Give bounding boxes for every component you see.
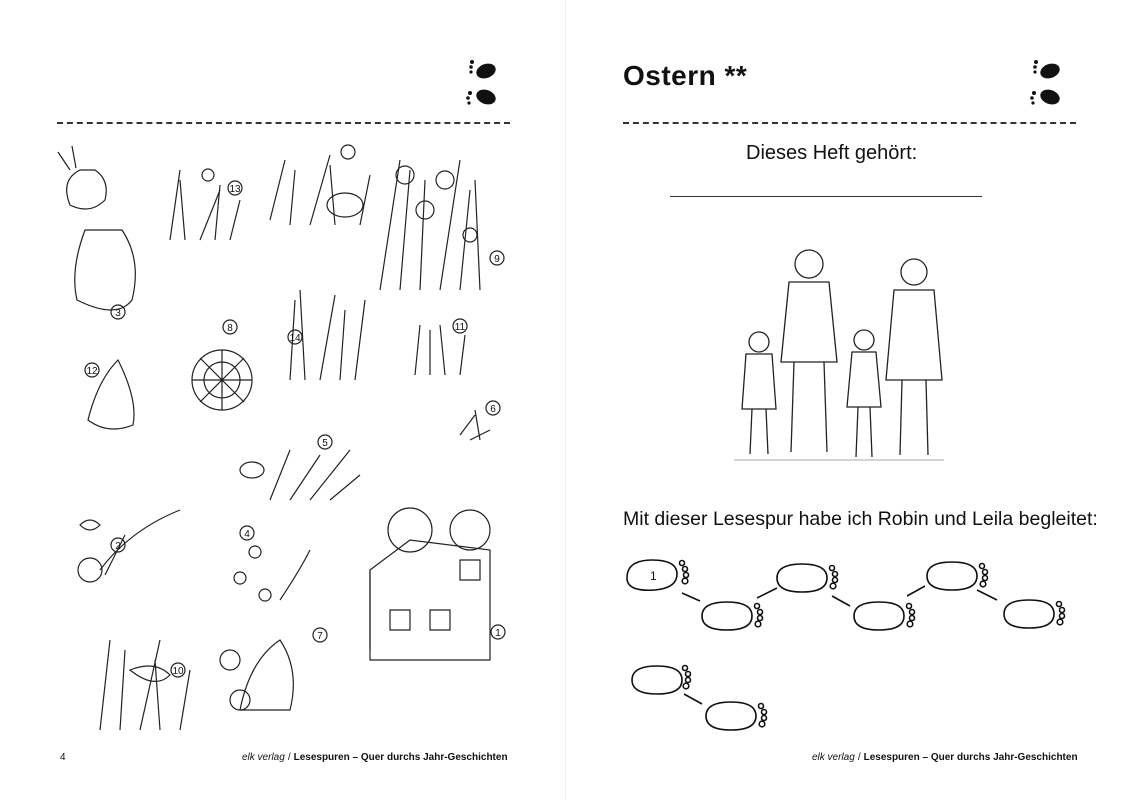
bird-scene <box>99 639 191 731</box>
footprint-2[interactable] <box>701 601 764 631</box>
scene-number: 8 <box>227 323 233 334</box>
footprint-3[interactable] <box>776 563 839 593</box>
grass-scene-14 <box>287 289 366 381</box>
scene-number: 3 <box>115 308 121 319</box>
footprint-number: 1 <box>650 569 657 583</box>
footer-publisher: elk verlag <box>812 752 855 763</box>
right-page: Ostern ** Dieses Heft gehört: Mit dieser… <box>566 0 1131 800</box>
left-page: 4 elk verlag/Lesespuren – Quer durchs Ja… <box>57 0 566 800</box>
butterfly-scene <box>77 509 181 583</box>
flower-scene-6 <box>459 400 501 441</box>
scene-number: 5 <box>322 438 328 449</box>
dandelion-leaves-scene <box>219 627 328 711</box>
dashed-rule <box>57 122 510 124</box>
page-number: 4 <box>60 752 66 763</box>
footer: elk verlag/Lesespuren – Quer durchs Jahr… <box>242 752 508 763</box>
scene-number: 2 <box>115 541 121 552</box>
footer-separator: / <box>857 752 861 763</box>
footprint-7[interactable] <box>631 664 692 695</box>
dandelion-scene <box>233 525 311 602</box>
scene-number: 12 <box>86 366 98 377</box>
spider-web-scene <box>191 319 253 411</box>
trail-label: Mit dieser Lesespur habe ich Robin und L… <box>623 508 1098 530</box>
scene-number: 13 <box>229 184 241 195</box>
daffodil-scene <box>379 159 505 291</box>
footer: elk verlag/Lesespuren – Quer durchs Jahr… <box>812 752 1078 763</box>
scene-number-labels: 3 13 9 8 14 11 12 6 5 2 4 1 7 10 <box>86 184 501 677</box>
bee-scene <box>239 434 361 501</box>
footprint-5[interactable] <box>926 561 989 591</box>
owner-label: Dieses Heft gehört: <box>746 142 918 164</box>
dashed-rule <box>623 122 1076 124</box>
footer-separator: / <box>287 752 291 763</box>
page-title: Ostern ** <box>623 60 748 91</box>
ladybug-scene <box>169 168 243 241</box>
easter-search-illustration <box>57 144 506 731</box>
scene-number: 1 <box>495 628 501 639</box>
scene-number: 6 <box>490 404 496 415</box>
footprint-trail: 1 <box>626 559 1066 731</box>
footprint-4[interactable] <box>853 601 916 631</box>
scene-number: 9 <box>494 254 500 265</box>
footprint-8[interactable] <box>705 701 768 731</box>
stone-scene <box>84 358 135 430</box>
house-scene <box>369 507 506 661</box>
footer-publisher: elk verlag <box>242 752 285 763</box>
rabbit-scene <box>57 145 136 320</box>
scene-number: 4 <box>244 529 250 540</box>
footprint-1[interactable]: 1 <box>626 559 690 592</box>
footer-book-title: Lesespuren – Quer durchs Jahr-Geschichte… <box>293 752 508 763</box>
scene-number: 11 <box>455 322 466 333</box>
footprint-6[interactable] <box>1003 599 1066 629</box>
footprints-icon <box>1030 60 1060 105</box>
footprints-icon <box>466 60 496 105</box>
nest-scene <box>269 144 371 226</box>
name-write-line[interactable] <box>670 196 982 197</box>
scene-number: 14 <box>289 333 301 344</box>
footer-book-title: Lesespuren – Quer durchs Jahr-Geschichte… <box>863 752 1078 763</box>
scene-number: 7 <box>317 631 323 642</box>
crocus-scene <box>414 318 468 376</box>
family-illustration <box>734 249 944 461</box>
scene-number: 10 <box>172 666 184 677</box>
